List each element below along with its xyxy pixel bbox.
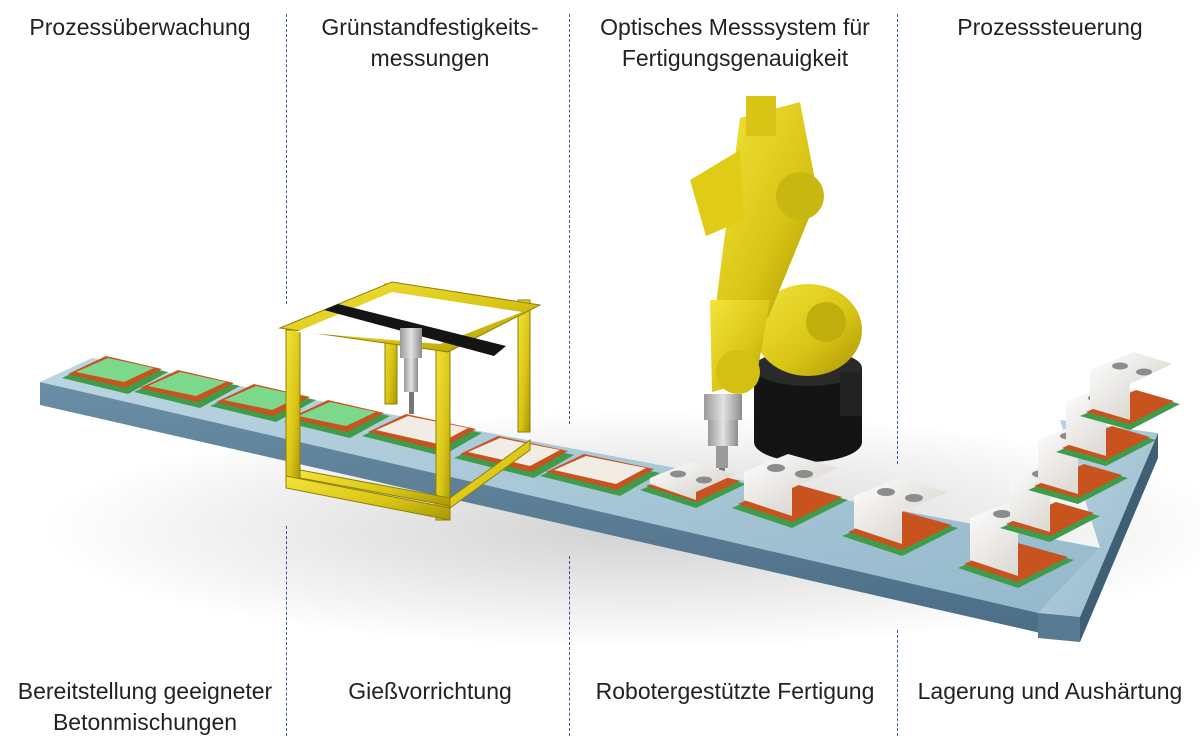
divider-top-3 — [897, 14, 898, 464]
divider-top-2 — [569, 14, 570, 424]
printed-blocks — [640, 352, 1180, 588]
industrial-robot — [690, 96, 862, 482]
label-prozessueberwachung: Prozessüberwachung — [29, 14, 251, 40]
casting-gantry — [278, 281, 542, 521]
label-robotergestuetzte-fertigung: Robotergestützte Fertigung — [595, 678, 875, 704]
label-giessvorrichtung: Gießvorrichtung — [348, 678, 512, 704]
label-prozesssteuerung: Prozesssteuerung — [957, 14, 1143, 40]
label-lagerung-aushaertung: Lagerung und Aushärtung — [917, 678, 1183, 704]
label-bereitstellung: Bereitstellung geeigneter Betonmischunge… — [17, 678, 273, 735]
label-gruenstandfestigkeitsmessungen: Grünstandfestigkeits- messungen — [321, 14, 539, 71]
divider-top-1 — [286, 14, 287, 304]
gantry-printhead — [324, 304, 506, 414]
divider-bottom-1 — [286, 526, 287, 736]
divider-bottom-3 — [897, 630, 898, 736]
label-optisches-messsystem: Optisches Messsystem für Fertigungsgenau… — [600, 14, 870, 71]
pallets-fresh-concrete — [62, 356, 390, 438]
